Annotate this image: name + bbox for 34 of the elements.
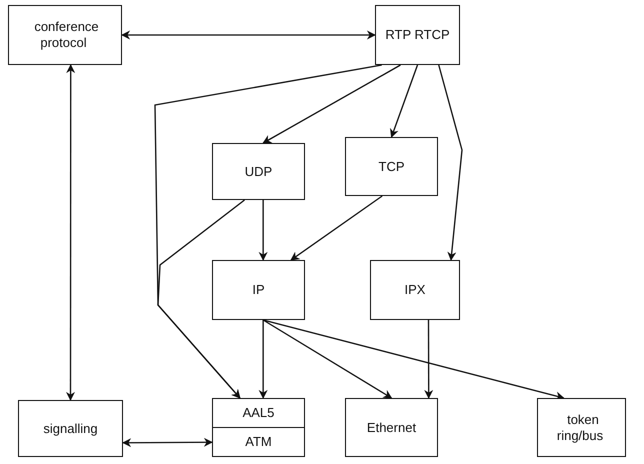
- arrow: [438, 64, 463, 261]
- arrow: [262, 64, 401, 144]
- node-label: RTP RTCP: [384, 27, 451, 42]
- node-label: IP: [251, 282, 266, 298]
- arrow: [122, 438, 213, 448]
- node-label: ATM: [244, 434, 273, 450]
- node-label: IPX: [404, 282, 426, 298]
- arrow: [258, 200, 268, 261]
- arrow: [258, 320, 268, 399]
- node-label: TCP: [378, 158, 406, 174]
- protocol-box: [8, 5, 122, 65]
- arrow: [66, 64, 76, 401]
- protocol-box: [212, 143, 305, 200]
- node-label: signalling: [42, 420, 99, 436]
- arrow: [262, 319, 565, 400]
- arrow: [424, 320, 434, 399]
- protocol-box: [370, 260, 460, 320]
- node-label: AAL5: [242, 405, 276, 421]
- protocol-box: [375, 5, 460, 65]
- arrow: [390, 64, 418, 138]
- arrow: [262, 319, 392, 399]
- protocol-box: [345, 137, 438, 196]
- protocol-box: [345, 398, 438, 457]
- node-label: token ring/bus: [556, 412, 604, 442]
- node-label: conference protocol: [33, 19, 99, 50]
- protocol-box: [537, 398, 626, 457]
- protocol-box: [212, 398, 305, 457]
- arrow: [290, 195, 383, 261]
- arrow: [157, 199, 245, 399]
- node-label: Ethernet: [366, 420, 418, 435]
- protocol-box: [212, 260, 305, 320]
- arrow: [121, 30, 376, 40]
- protocol-box: [18, 400, 123, 457]
- node-label: UDP: [244, 164, 274, 179]
